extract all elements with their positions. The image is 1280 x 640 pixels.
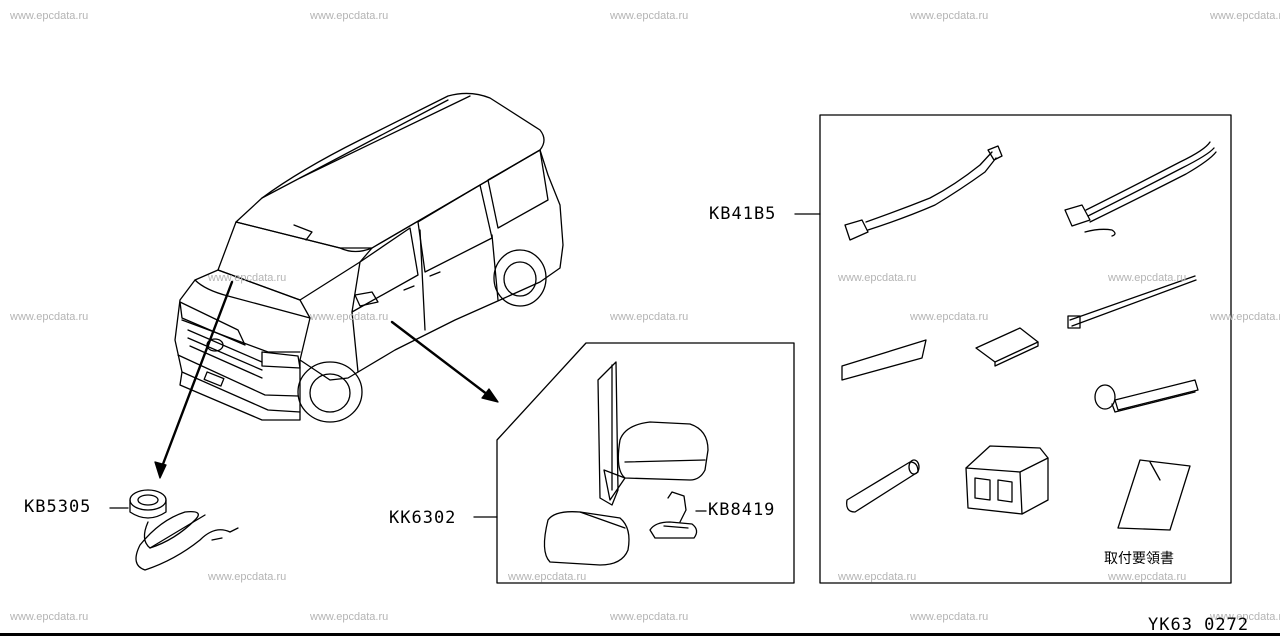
part-label-kb41b5[interactable]: KB41B5	[709, 204, 777, 224]
vehicle-hood	[194, 269, 311, 319]
watermark: www.epcdata.ru	[1210, 10, 1280, 22]
part-label-kb8419[interactable]: KB8419	[708, 500, 776, 520]
watermark: www.epcdata.ru	[310, 10, 389, 22]
leader-arrows	[154, 280, 499, 479]
vehicle-front	[174, 279, 311, 413]
vehicle-roof	[235, 92, 545, 253]
watermark: www.epcdata.ru	[910, 311, 989, 323]
watermark: www.epcdata.ru	[838, 571, 917, 583]
watermark: www.epcdata.ru	[1210, 611, 1280, 623]
watermark: www.epcdata.ru	[508, 571, 587, 583]
watermark: www.epcdata.ru	[1210, 311, 1280, 323]
watermark: www.epcdata.ru	[610, 311, 689, 323]
watermark: www.epcdata.ru	[10, 611, 89, 623]
vehicle-rear-wheel	[493, 249, 547, 307]
bottom-rule	[0, 633, 1280, 636]
watermark: www.epcdata.ru	[910, 611, 989, 623]
watermark: www.epcdata.ru	[1108, 571, 1187, 583]
watermark: www.epcdata.ru	[838, 272, 917, 284]
vehicle-front-wheel	[297, 361, 363, 423]
mirror-detail-box	[473, 342, 795, 584]
watermark: www.epcdata.ru	[208, 571, 287, 583]
vehicle-windshield	[217, 221, 373, 301]
watermark: www.epcdata.ru	[610, 10, 689, 22]
installation-manual-label: 取付要領書	[1104, 551, 1174, 567]
vehicle-illustration	[174, 92, 564, 423]
part-label-kk6302[interactable]: KK6302	[389, 508, 457, 528]
watermark: www.epcdata.ru	[10, 10, 89, 22]
watermark: www.epcdata.ru	[310, 311, 389, 323]
watermark: www.epcdata.ru	[208, 272, 287, 284]
watermark: www.epcdata.ru	[1108, 272, 1187, 284]
watermark: www.epcdata.ru	[310, 611, 389, 623]
watermark: www.epcdata.ru	[910, 10, 989, 22]
vehicle-side	[299, 149, 564, 381]
kit-box	[794, 114, 1232, 584]
sensor-kb5305	[109, 489, 239, 571]
part-label-kb5305[interactable]: KB5305	[24, 497, 92, 517]
diagram-code: YK63 0272	[1148, 615, 1250, 635]
watermark: www.epcdata.ru	[610, 611, 689, 623]
watermark: www.epcdata.ru	[10, 311, 89, 323]
